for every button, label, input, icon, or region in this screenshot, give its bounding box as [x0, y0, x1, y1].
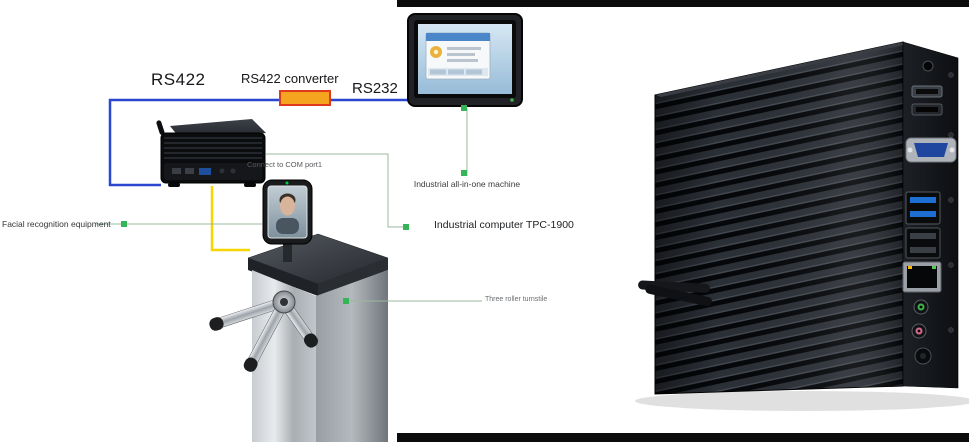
monitor-power-led [510, 98, 514, 102]
rs422-cable [108, 98, 408, 187]
green-marker [461, 170, 467, 176]
io-ports [902, 60, 957, 365]
green-marker [403, 224, 409, 230]
green-marker [121, 221, 127, 227]
mic-in-jack [911, 323, 927, 339]
face-on-screen [280, 196, 295, 216]
usb2-ports [905, 227, 941, 259]
panel-screws [948, 72, 954, 333]
annotation-markers [121, 105, 467, 304]
pc-top-edge [655, 42, 909, 97]
turnstile-pedestal-left [252, 270, 316, 442]
tripod-arm [243, 297, 289, 372]
ethernet-port [902, 261, 942, 293]
rs422-converter-label: RS422 converter [241, 71, 339, 86]
three-roller-turnstile-label: Three roller turnstile [485, 296, 548, 303]
com-port-cable [210, 186, 250, 252]
vga-port [905, 137, 957, 163]
turnstile-illustration [209, 179, 389, 442]
industrial-computer-label: Industrial computer TPC-1900 [434, 219, 574, 231]
terminal-camera [285, 181, 289, 185]
frame-bar-top [397, 0, 969, 7]
rs422-converter-box [279, 90, 331, 106]
fanless-pc-photo [635, 41, 969, 411]
all-in-one-label: Industrial all-in-one machine [413, 179, 521, 189]
mini-pc-front-panel [164, 163, 262, 180]
connect-com-port-label: Connect to COM port1 [247, 160, 323, 169]
facial-recognition-label: Facial recognition equipment [2, 219, 111, 229]
pc-fin-sheen [655, 42, 903, 394]
frame-bar-bottom [397, 433, 969, 442]
all-in-one-monitor [407, 13, 523, 107]
facial-recognition-terminal [262, 179, 313, 245]
usb3-ports [905, 191, 941, 225]
audio-out-jack [913, 299, 929, 315]
turnstile-pedestal-right [316, 270, 388, 442]
terminal-pole [283, 242, 292, 262]
hdmi-port [911, 85, 943, 98]
green-marker [343, 298, 349, 304]
rs422-label: RS422 [151, 70, 206, 89]
pc-shadow [635, 391, 969, 411]
annotation-line-tpc [266, 153, 406, 228]
mini-pc-antenna [156, 120, 165, 135]
mini-pc-illustration [156, 119, 266, 187]
display-port [911, 103, 943, 116]
power-connector [914, 347, 932, 365]
dc-jack [922, 60, 934, 72]
rs232-label: RS232 [352, 80, 398, 97]
green-marker [461, 105, 467, 111]
wifi-antenna [638, 280, 712, 307]
